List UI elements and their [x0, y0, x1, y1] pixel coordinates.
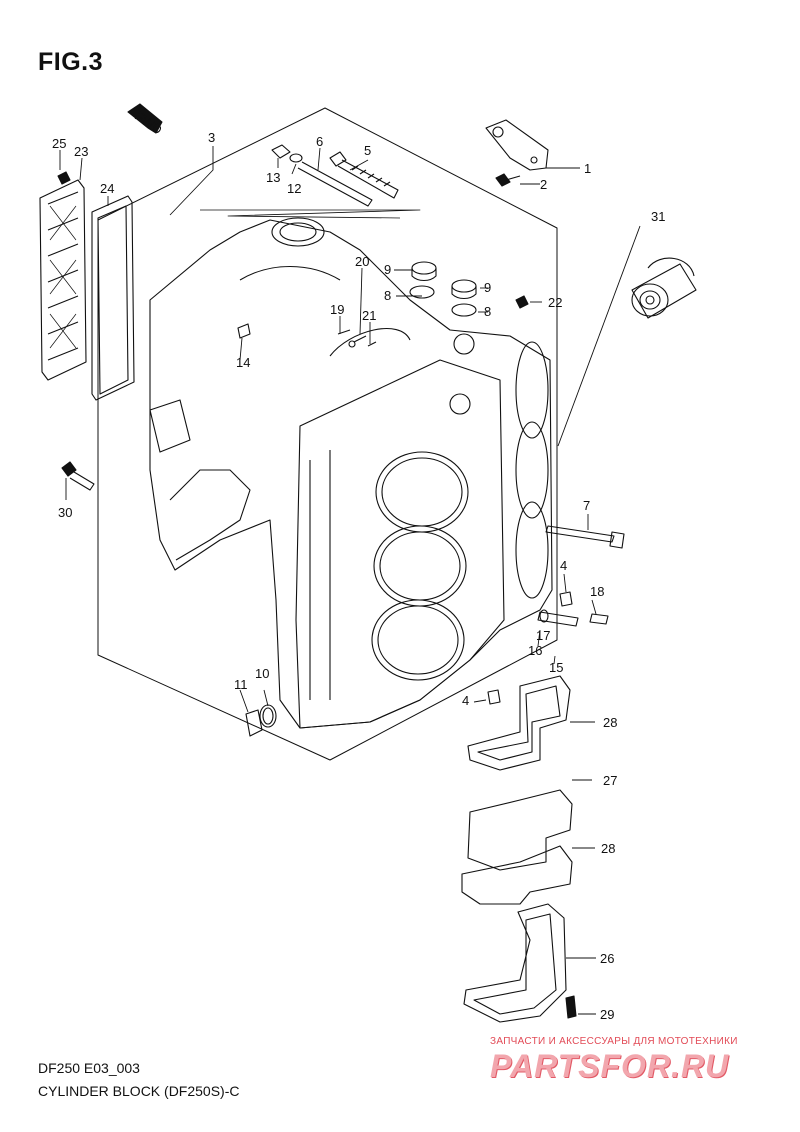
callout-4: 4: [560, 558, 567, 573]
callout-26: 26: [600, 951, 614, 966]
callout-21: 21: [362, 308, 376, 323]
callout-28: 28: [601, 841, 615, 856]
cover-plate-part: [39, 179, 87, 381]
callout-2: 2: [540, 177, 547, 192]
bolt-part: [495, 173, 521, 187]
callout-9: 9: [384, 262, 391, 277]
callout-15: 15: [549, 660, 563, 675]
callout-16: 16: [528, 643, 542, 658]
exhaust-cover-gasket-part: [461, 675, 573, 1023]
gasket-part: [91, 195, 135, 401]
callout-17: 17: [536, 628, 550, 643]
callout-31: 31: [651, 209, 665, 224]
callout-9: 9: [484, 280, 491, 295]
callout-30: 30: [58, 505, 72, 520]
bolt-30-part: [61, 461, 95, 491]
assembly-boundary: [97, 107, 558, 761]
callout-12: 12: [287, 181, 301, 196]
watermark-logo: PARTSFOR.RU: [490, 1048, 730, 1084]
callout-8: 8: [484, 304, 491, 319]
drain-plug-part: [245, 704, 277, 737]
callout-8: 8: [384, 288, 391, 303]
callout-labels: 1 2 3 4 4 5 6 7 8 8 9 9 10 11 12 13 14 1…: [52, 130, 665, 1022]
cylinder-block-part: [149, 217, 553, 729]
callout-23: 23: [74, 144, 88, 159]
callout-6: 6: [316, 134, 323, 149]
fwd-arrow-icon: [127, 103, 163, 134]
callout-5: 5: [364, 143, 371, 158]
callout-1: 1: [584, 161, 591, 176]
bracket-part: [485, 119, 549, 171]
callout-3: 3: [208, 130, 215, 145]
callout-25: 25: [52, 136, 66, 151]
watermark-tagline: ЗАПЧАСТИ И АКСЕССУАРЫ ДЛЯ МОТОТЕХНИКИ: [490, 1036, 738, 1047]
callout-10: 10: [255, 666, 269, 681]
figure-title: FIG.3: [38, 48, 104, 76]
callout-27: 27: [603, 773, 617, 788]
callout-28: 28: [603, 715, 617, 730]
callout-14: 14: [236, 355, 250, 370]
callout-24: 24: [100, 181, 114, 196]
callout-13: 13: [266, 170, 280, 185]
callout-20: 20: [355, 254, 369, 269]
callout-11: 11: [234, 677, 248, 692]
diagram-code: DF250 E03_003: [38, 1060, 140, 1076]
fwd-label: FWD: [132, 108, 165, 137]
oil-filter-part: [631, 257, 697, 319]
callout-22: 22: [548, 295, 562, 310]
callout-4: 4: [462, 693, 469, 708]
callout-7: 7: [583, 498, 590, 513]
callout-19: 19: [330, 302, 344, 317]
callout-18: 18: [590, 584, 604, 599]
diagram-caption: CYLINDER BLOCK (DF250S)-C: [38, 1083, 240, 1099]
callout-29: 29: [600, 1007, 614, 1022]
long-bolt-part: [297, 151, 399, 207]
long-bolt-7-part: [545, 525, 625, 549]
